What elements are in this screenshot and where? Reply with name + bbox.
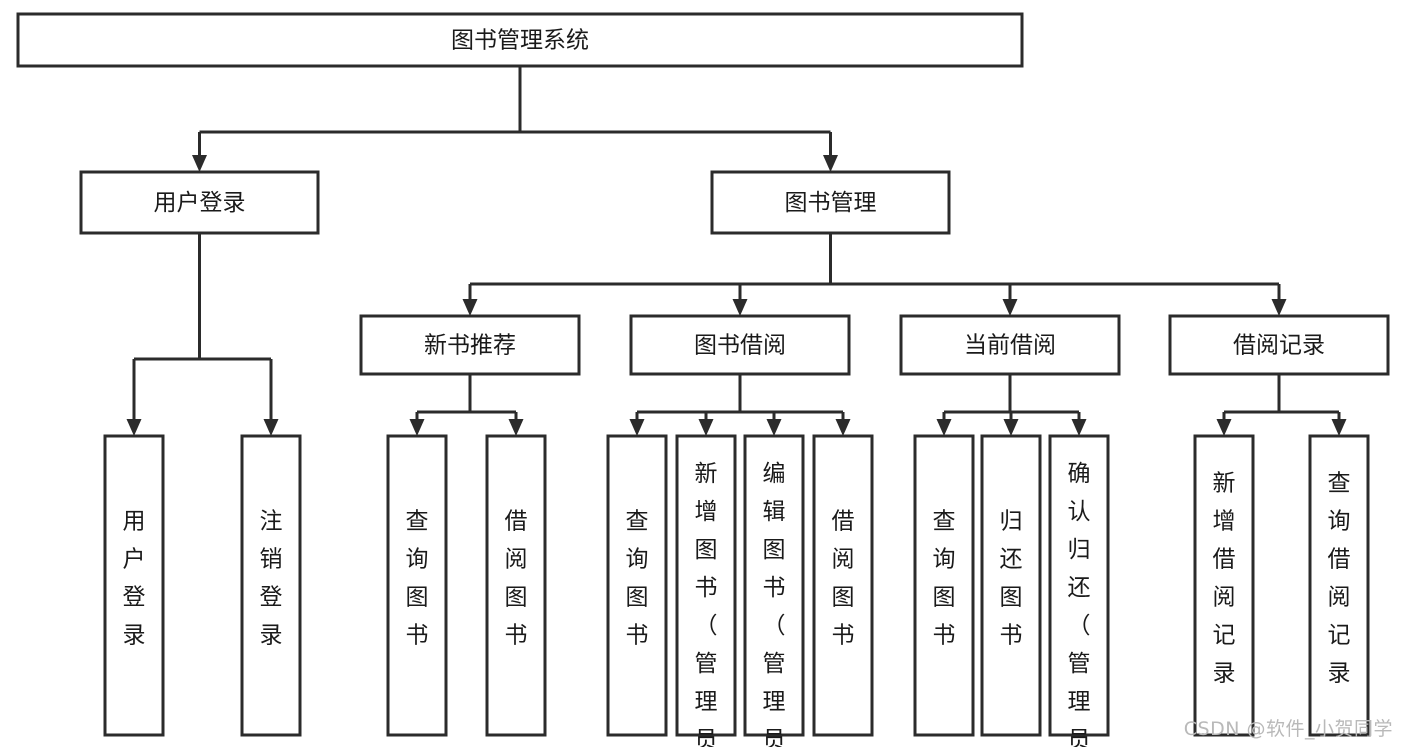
arrow-head (766, 419, 782, 436)
arrow-head (126, 419, 142, 436)
node-box (16, 12, 1024, 68)
node-box (79, 170, 320, 235)
node-borrow-record[interactable]: 借阅记录 (1168, 314, 1390, 376)
arrow-head (1003, 419, 1019, 436)
node-box (1168, 314, 1390, 376)
node-leaf-add-record[interactable]: 新增借阅记录 (1193, 434, 1255, 737)
edge-group-book-borrow (629, 374, 851, 436)
node-label: 当前借阅 (964, 333, 1056, 359)
arrow-head (732, 299, 748, 316)
edge-layer (126, 66, 1347, 436)
node-box (629, 314, 851, 376)
node-box (359, 314, 581, 376)
node-label: 图书管理 (785, 190, 877, 216)
arrow-head (192, 155, 207, 172)
node-current-borrow[interactable]: 当前借阅 (899, 314, 1121, 376)
node-label: 查询图书 (933, 509, 956, 649)
node-label: 借阅图书 (832, 509, 855, 649)
node-leaf-return-book[interactable]: 归还图书 (980, 434, 1042, 737)
edge-group-user-login (126, 233, 279, 436)
node-label: 编辑图书（管理员） (763, 461, 786, 747)
node-leaf-query-record[interactable]: 查询借阅记录 (1308, 434, 1370, 737)
node-label: 图书管理系统 (451, 28, 589, 54)
watermark-text: CSDN @软件_小贺同学 (1183, 718, 1393, 740)
arrow-head (936, 419, 952, 436)
node-box (386, 434, 448, 737)
node-box (1048, 434, 1110, 737)
arrow-head (409, 419, 425, 436)
edge-group-book-manage (462, 233, 1287, 316)
arrow-head (823, 155, 838, 172)
node-label: 查询借阅记录 (1328, 471, 1351, 687)
node-label: 确认归还（管理员） (1068, 461, 1091, 747)
node-label: 查询图书 (406, 509, 429, 649)
node-book-borrow[interactable]: 图书借阅 (629, 314, 851, 376)
arrow-head (1271, 299, 1287, 316)
node-leaf-logout[interactable]: 注销登录 (240, 434, 302, 737)
node-root[interactable]: 图书管理系统 (16, 12, 1024, 68)
node-box (1193, 434, 1255, 737)
node-box (606, 434, 668, 737)
arrow-head (698, 419, 714, 436)
node-leaf-add-book[interactable]: 新增图书（管理员） (675, 434, 737, 747)
arrow-head (835, 419, 851, 436)
arrow-head (1216, 419, 1232, 436)
node-label: 借阅记录 (1233, 333, 1325, 359)
node-leaf-confirm-return[interactable]: 确认归还（管理员） (1048, 434, 1110, 747)
node-label: 图书借阅 (694, 333, 786, 359)
node-box (913, 434, 975, 737)
arrow-head (1002, 299, 1018, 316)
arrow-head (462, 299, 478, 316)
node-box (485, 434, 547, 737)
node-label: 新增借阅记录 (1213, 471, 1236, 687)
edge-group-current-borrow (936, 374, 1087, 436)
arrow-head (508, 419, 524, 436)
arrow-head (629, 419, 645, 436)
node-label: 注销登录 (260, 509, 283, 649)
edge-group-borrow-record (1216, 374, 1347, 436)
node-leaf-borrow-book-rec[interactable]: 借阅图书 (485, 434, 547, 737)
arrow-head (1331, 419, 1347, 436)
node-book-manage[interactable]: 图书管理 (710, 170, 951, 235)
node-leaf-query-book-current[interactable]: 查询图书 (913, 434, 975, 737)
node-leaf-borrow-book[interactable]: 借阅图书 (812, 434, 874, 737)
edge-group-root (192, 66, 838, 172)
node-box (980, 434, 1042, 737)
node-leaf-user-login[interactable]: 用户登录 (103, 434, 165, 737)
node-box (240, 434, 302, 737)
node-label: 用户登录 (154, 190, 246, 216)
arrow-head (263, 419, 279, 436)
node-leaf-query-book-borrow[interactable]: 查询图书 (606, 434, 668, 737)
node-box (812, 434, 874, 737)
node-label: 用户登录 (123, 509, 146, 649)
node-box (675, 434, 737, 737)
node-box (1308, 434, 1370, 737)
node-layer: 图书管理系统用户登录图书管理新书推荐图书借阅当前借阅借阅记录用户登录注销登录查询… (16, 12, 1390, 747)
node-leaf-edit-book[interactable]: 编辑图书（管理员） (743, 434, 805, 747)
node-user-login[interactable]: 用户登录 (79, 170, 320, 235)
node-box (743, 434, 805, 737)
node-new-book-recommend[interactable]: 新书推荐 (359, 314, 581, 376)
node-box (899, 314, 1121, 376)
node-label: 新书推荐 (424, 333, 516, 359)
node-label: 查询图书 (626, 509, 649, 649)
edge-group-new-book-recommend (409, 374, 524, 436)
node-label: 借阅图书 (505, 509, 528, 649)
node-box (710, 170, 951, 235)
node-label: 新增图书（管理员） (695, 461, 718, 747)
node-box (103, 434, 165, 737)
node-leaf-query-book-rec[interactable]: 查询图书 (386, 434, 448, 737)
arrow-head (1071, 419, 1087, 436)
node-label: 归还图书 (1000, 509, 1023, 649)
